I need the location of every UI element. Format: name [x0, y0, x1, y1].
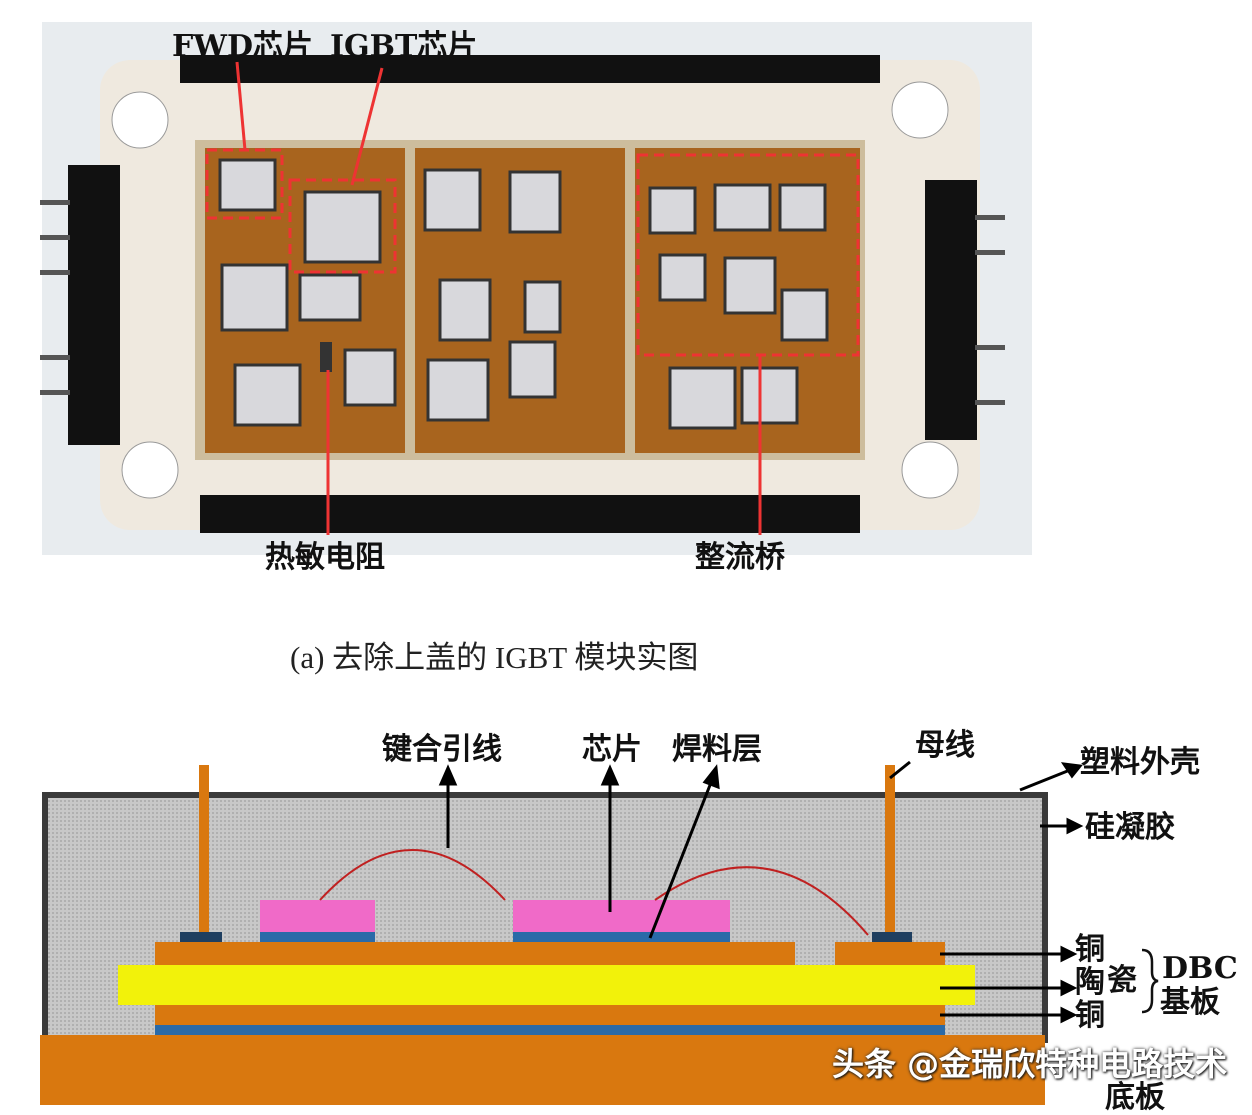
baseplate	[40, 1035, 1045, 1105]
copper-top-right	[835, 942, 945, 965]
copper-top-label: 铜	[1075, 932, 1105, 967]
copper-bottom-label: 铜	[1075, 998, 1105, 1033]
ceramic-label-1: 陶	[1075, 965, 1105, 1000]
silicone-gel-label: 硅凝胶	[1085, 810, 1175, 845]
figure-caption: (a) 去除上盖的 IGBT 模块实图	[290, 640, 699, 675]
watermark: 头条 @金瑞欣特种电路技术	[832, 1045, 1228, 1083]
solder-layer-label: 焊料层	[672, 732, 762, 767]
rectifier-label: 整流桥	[695, 540, 785, 575]
plastic-shell-label: 塑料外壳	[1080, 745, 1200, 780]
copper-bottom	[155, 1005, 945, 1025]
ceramic-label-2: 瓷	[1107, 963, 1137, 998]
busbar-label: 母线	[915, 728, 975, 763]
igbt-module-photo	[40, 22, 1032, 555]
bond-wire-label: 键合引线	[382, 732, 502, 767]
dbc-label: DBC	[1162, 951, 1238, 986]
igbt-cross-section	[40, 760, 1159, 1105]
brace	[1141, 948, 1159, 1014]
fwd-chip-label: FWD芯片	[172, 29, 314, 64]
substrate-label: 基板	[1160, 985, 1220, 1020]
ceramic	[118, 965, 975, 1005]
thermistor-label: 热敏电阻	[265, 540, 385, 575]
chip-2	[513, 900, 730, 932]
igbt-chip-label: IGBT芯片	[330, 29, 478, 64]
copper-top-left	[155, 942, 795, 965]
baseplate-label: 底板	[1105, 1080, 1165, 1115]
chip-1	[260, 900, 375, 932]
chip-label: 芯片	[582, 732, 642, 767]
